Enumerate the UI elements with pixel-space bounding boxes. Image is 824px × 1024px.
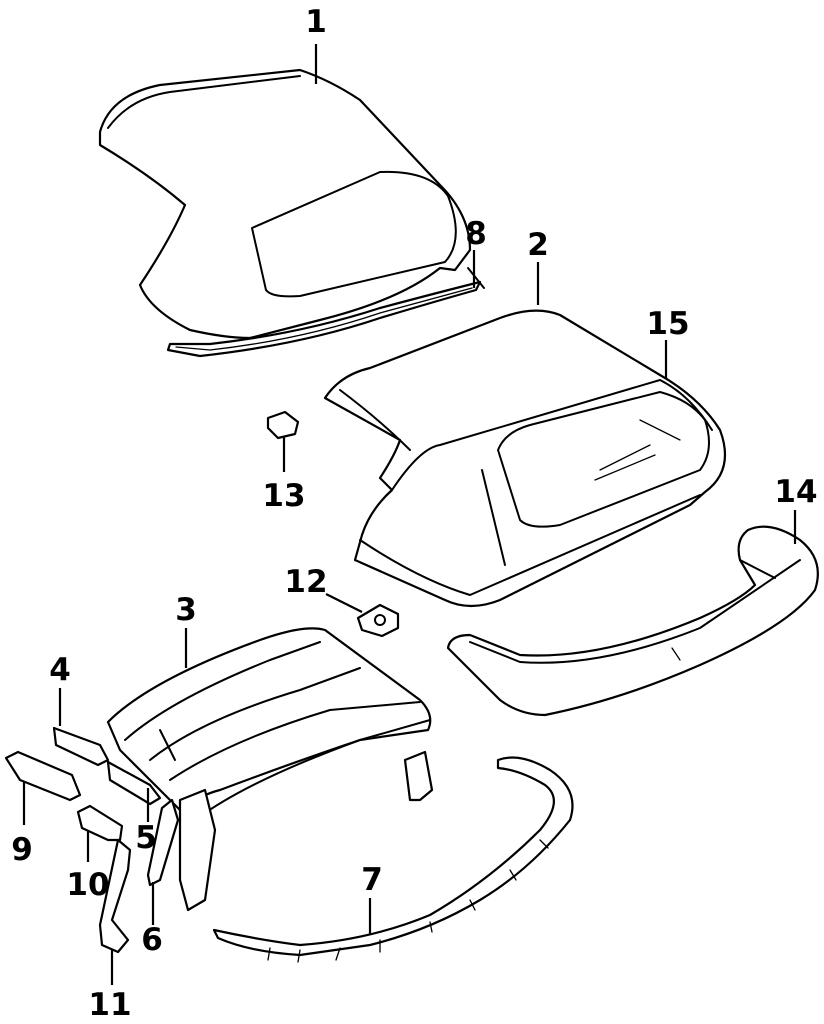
leader-lines	[22, 44, 797, 985]
callout-6: 6	[141, 922, 163, 958]
part-14-boot-cover	[446, 525, 819, 717]
part-2-folding-top	[323, 309, 727, 608]
callout-13: 13	[262, 478, 305, 514]
callout-7: 7	[361, 862, 383, 898]
part-6-trim	[146, 798, 180, 887]
part-7-rear-seal	[212, 756, 574, 963]
callout-2: 2	[527, 227, 549, 263]
callout-5: 5	[135, 820, 157, 856]
part-3-frame	[106, 627, 434, 912]
callout-12: 12	[284, 564, 327, 600]
callout-15: 15	[646, 306, 689, 342]
part-12-bracket	[356, 603, 400, 638]
callout-9: 9	[11, 832, 33, 868]
part-11-trim	[98, 838, 132, 954]
callout-4: 4	[49, 652, 71, 688]
part-4-strip	[52, 726, 110, 767]
callout-1: 1	[305, 4, 327, 40]
part-8-weatherstrip	[166, 267, 485, 358]
part-13-clip	[266, 410, 300, 440]
callout-14: 14	[774, 474, 817, 510]
callout-10: 10	[66, 867, 109, 903]
callout-11: 11	[88, 987, 131, 1023]
part-10-strip	[76, 804, 124, 842]
callout-3: 3	[175, 592, 197, 628]
part-1-top-cover	[98, 68, 472, 340]
callout-labels: 1 2 3 4 5 6 7 8 9 10 11 12 13 14 15	[11, 4, 817, 1023]
callout-8: 8	[465, 216, 487, 252]
part-9-strip	[4, 750, 82, 802]
